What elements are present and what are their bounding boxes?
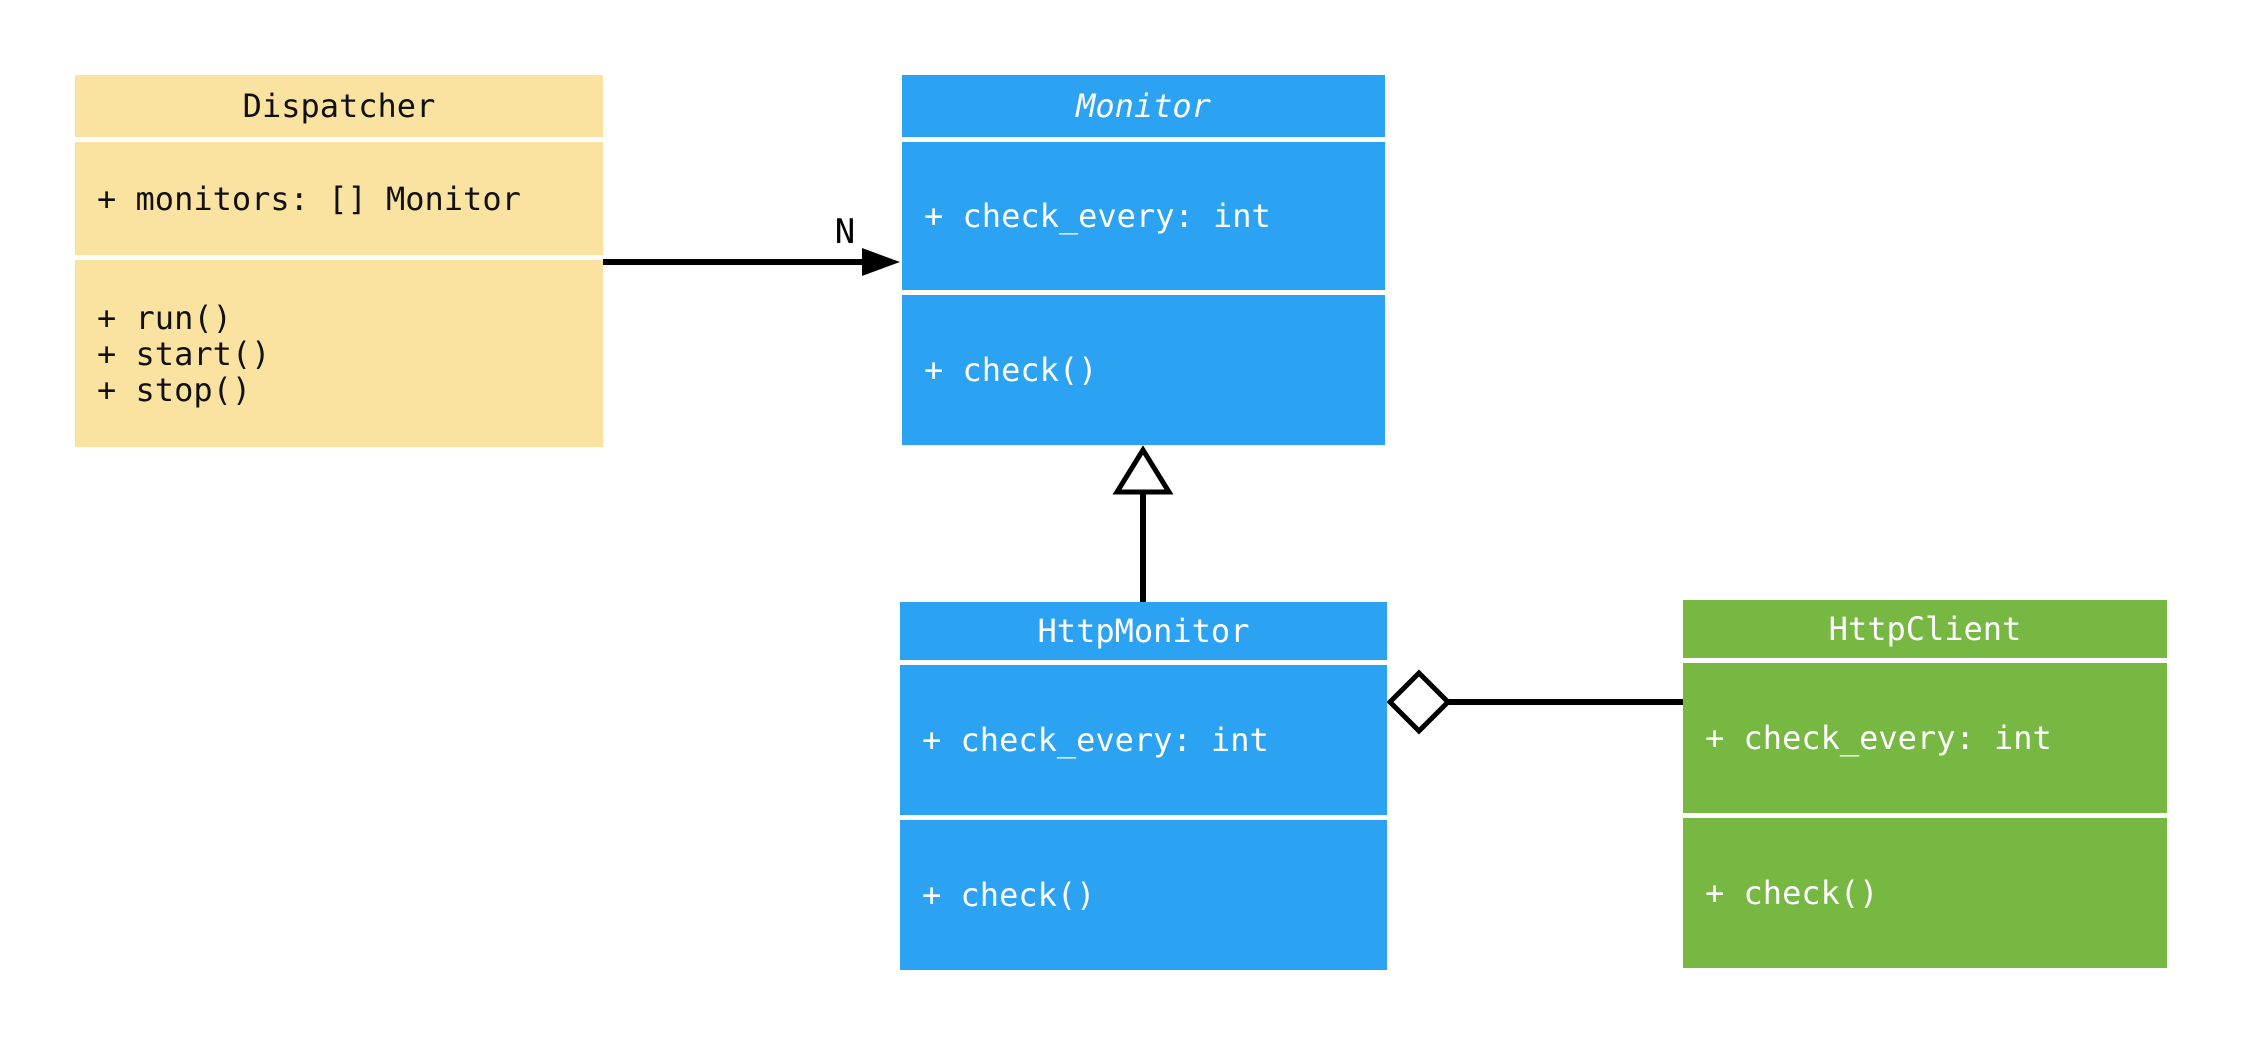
inheritance-httpmonitor-monitor — [1112, 445, 1174, 602]
methods-section-monitor: + check() — [902, 295, 1385, 445]
class-box-monitor: Monitor + check_every: int + check() — [902, 75, 1385, 445]
method-row: + check() — [922, 876, 1096, 914]
attribute-row: + check_every: int — [1705, 719, 2052, 757]
class-box-dispatcher: Dispatcher + monitors: [] Monitor + run(… — [75, 75, 603, 447]
method-row: + stop() — [97, 370, 252, 409]
association-dispatcher-monitor: N — [603, 212, 900, 276]
attributes-section-dispatcher: + monitors: [] Monitor — [75, 142, 603, 255]
method-row: + start() — [97, 334, 271, 373]
methods-section-dispatcher: + run() + start() + stop() — [75, 260, 603, 447]
attributes-section-monitor: + check_every: int — [902, 142, 1385, 290]
method-row: + check() — [1705, 874, 1879, 912]
methods-section-httpclient: + check() — [1683, 818, 2167, 968]
attribute-row: + check_every: int — [924, 197, 1271, 235]
method-row: + run() — [97, 298, 232, 337]
inheritance-triangle — [1112, 445, 1174, 495]
association-arrowhead — [862, 248, 900, 276]
method-row: + check() — [924, 351, 1098, 389]
class-title-monitor: Monitor — [902, 75, 1385, 137]
aggregation-diamond — [1386, 669, 1452, 735]
attributes-section-httpmonitor: + check_every: int — [900, 665, 1387, 815]
class-box-httpmonitor: HttpMonitor + check_every: int + check() — [900, 602, 1387, 970]
attribute-row: + check_every: int — [922, 721, 1269, 759]
class-box-httpclient: HttpClient + check_every: int + check() — [1683, 600, 2167, 968]
class-title-httpmonitor: HttpMonitor — [900, 602, 1387, 660]
methods-section-httpmonitor: + check() — [900, 820, 1387, 970]
multiplicity-label: N — [835, 212, 855, 252]
class-title-dispatcher: Dispatcher — [75, 75, 603, 137]
class-title-httpclient: HttpClient — [1683, 600, 2167, 658]
attribute-row: + monitors: [] Monitor — [97, 179, 521, 218]
attributes-section-httpclient: + check_every: int — [1683, 663, 2167, 813]
aggregation-httpmonitor-httpclient — [1386, 669, 1683, 735]
